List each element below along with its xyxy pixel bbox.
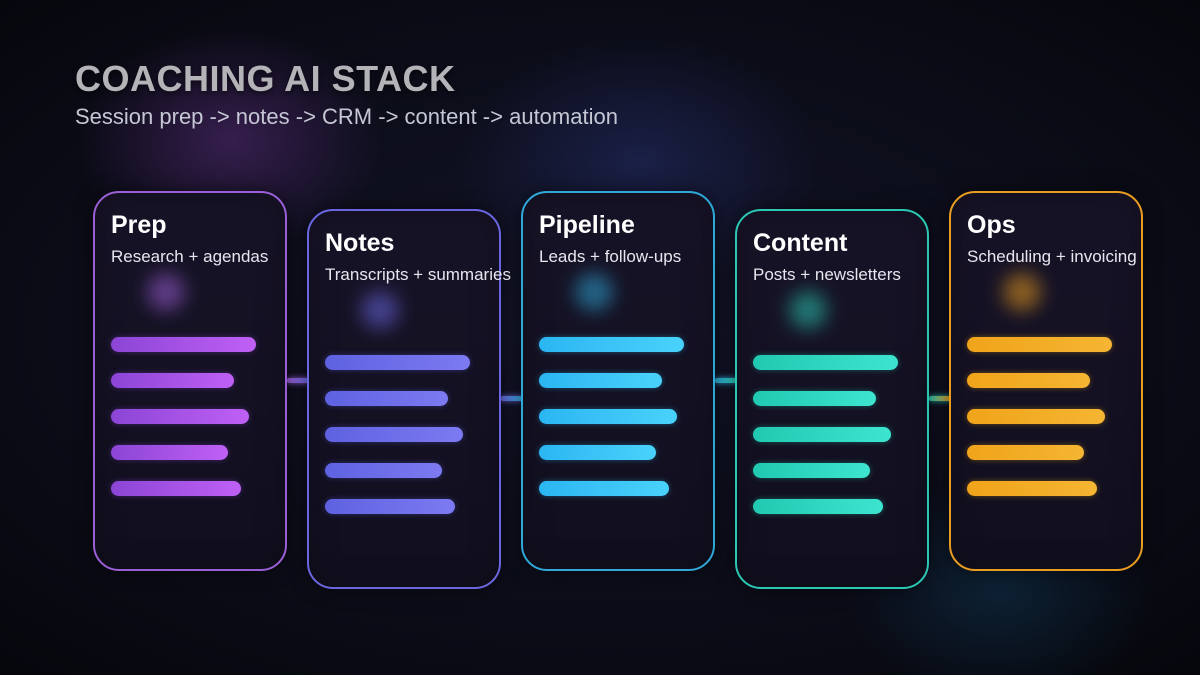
stage-bar	[111, 445, 228, 460]
stage-bar	[111, 373, 234, 388]
connector-notes-pipeline	[501, 396, 523, 401]
stage-bar	[325, 355, 470, 370]
stage-bar	[325, 463, 442, 478]
stage-bar	[753, 391, 876, 406]
stage-description: Scheduling + invoicing	[967, 247, 1137, 266]
stage-bar	[325, 427, 463, 442]
stage-bar	[325, 391, 448, 406]
stage-description: Posts + newsletters	[753, 265, 901, 284]
stage-bar	[753, 427, 891, 442]
stage-title: Notes	[325, 229, 395, 257]
stage-bars	[753, 355, 913, 535]
connector-content-ops	[929, 396, 951, 401]
stage-bar	[967, 373, 1090, 388]
stage-bar	[967, 409, 1105, 424]
stage-title: Pipeline	[539, 211, 635, 239]
glow-icon	[575, 273, 613, 311]
stage-bar	[539, 409, 677, 424]
stage-bar	[325, 499, 455, 514]
stage-title: Ops	[967, 211, 1016, 239]
stage-bar	[753, 499, 883, 514]
glow-icon	[789, 291, 827, 329]
connector-pipeline-content	[715, 378, 737, 383]
stage-bar	[539, 481, 669, 496]
stage-description: Research + agendas	[111, 247, 269, 266]
stage-bar	[753, 463, 870, 478]
stage-bar	[111, 409, 249, 424]
stage-bar	[539, 337, 684, 352]
stage-card-pipeline: Pipeline Leads + follow-ups	[521, 191, 715, 571]
stage-bars	[111, 337, 271, 517]
stage-bar	[111, 481, 241, 496]
stage-title: Content	[753, 229, 848, 257]
glow-icon	[361, 291, 399, 329]
stage-description: Transcripts + summaries	[325, 265, 511, 284]
stage-bar	[539, 373, 662, 388]
glow-icon	[147, 273, 185, 311]
stage-bar	[967, 445, 1084, 460]
stage-bars	[325, 355, 485, 535]
stage-bar	[967, 481, 1097, 496]
glow-icon	[1003, 273, 1041, 311]
stage-bars	[967, 337, 1127, 517]
stage-card-ops: Ops Scheduling + invoicing	[949, 191, 1143, 571]
stage-bar	[967, 337, 1112, 352]
stage-card-prep: Prep Research + agendas	[93, 191, 287, 571]
page-subtitle: Session prep -> notes -> CRM -> content …	[75, 104, 618, 129]
stage-bar	[111, 337, 256, 352]
stage-bar	[539, 445, 656, 460]
stage-description: Leads + follow-ups	[539, 247, 682, 266]
stage-title: Prep	[111, 211, 167, 239]
stage-card-content: Content Posts + newsletters	[735, 209, 929, 589]
stage-bars	[539, 337, 699, 517]
page-title: COACHING AI STACK	[75, 58, 456, 99]
stage-card-notes: Notes Transcripts + summaries	[307, 209, 511, 589]
connector-prep-notes	[287, 378, 309, 383]
stage-bar	[753, 355, 898, 370]
